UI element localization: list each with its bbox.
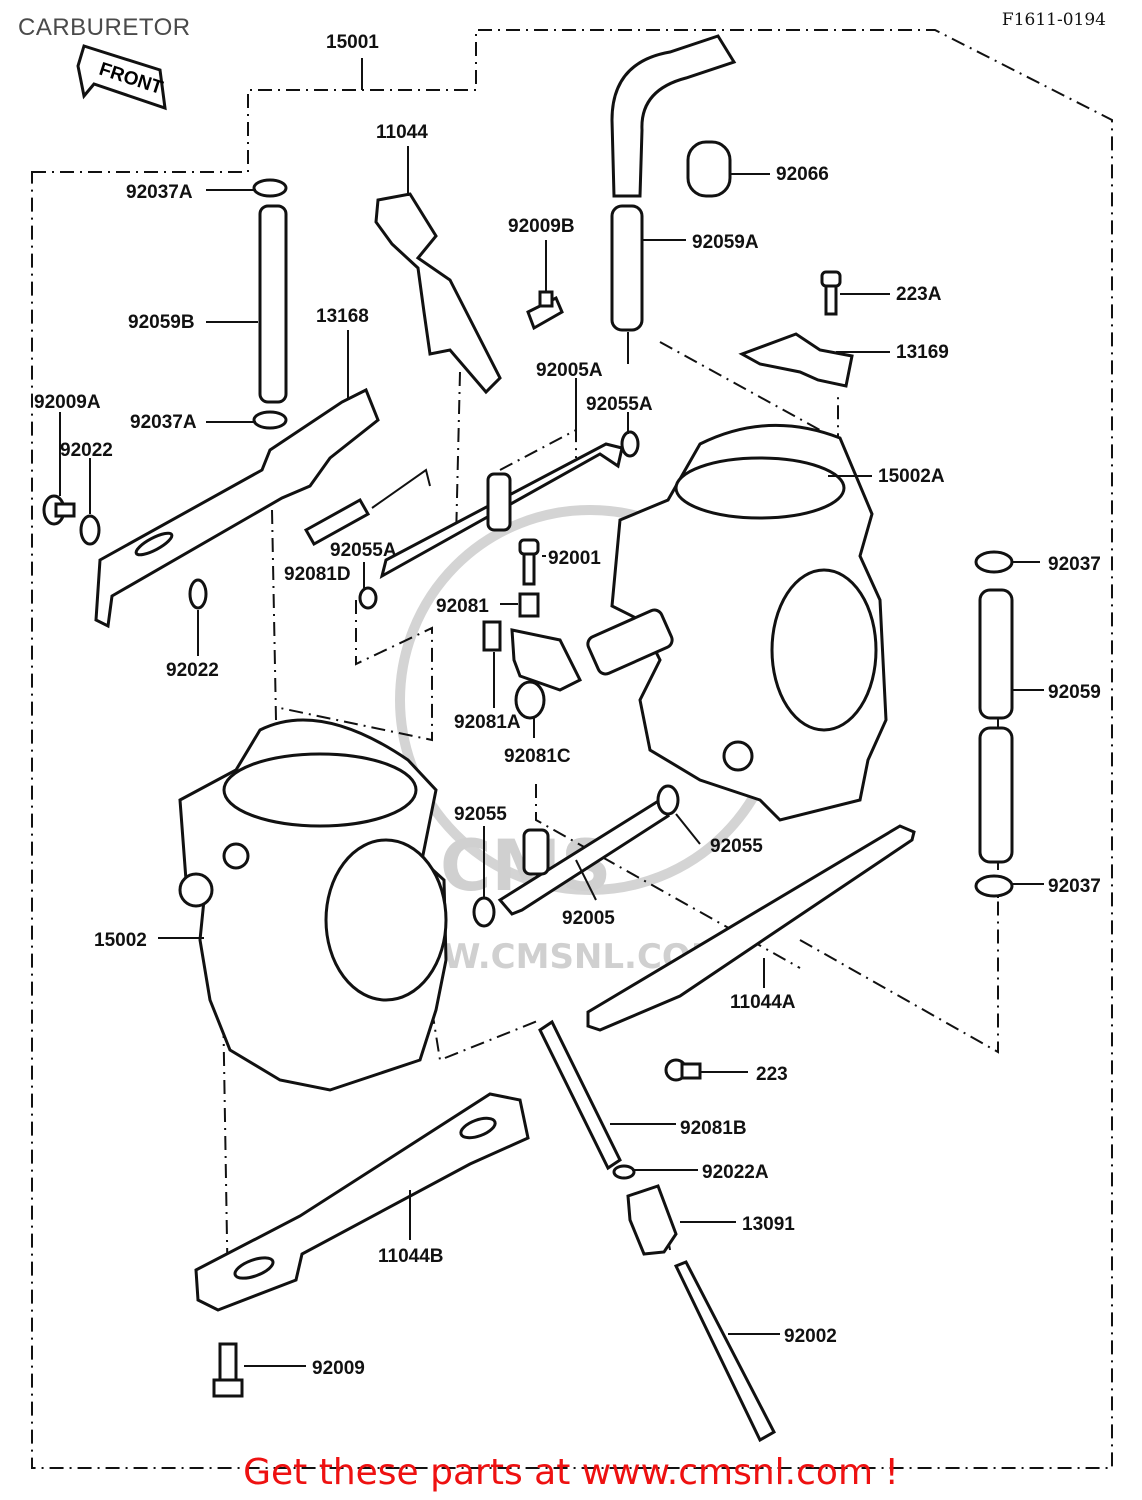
holder-13091 <box>626 1184 678 1256</box>
label-13168: 13168 <box>316 306 369 327</box>
label-92037-top: 92037 <box>1048 554 1101 575</box>
label-92022-bottom: 92022 <box>166 660 219 681</box>
bracket-11044A <box>586 824 916 1032</box>
label-92055A-top: 92055A <box>586 394 653 415</box>
bolt-92009 <box>212 1342 244 1398</box>
label-223A: 223A <box>896 284 942 305</box>
clip-92037A-bottom <box>252 410 288 430</box>
label-92009: 92009 <box>312 1358 365 1379</box>
spring-wire <box>371 468 431 509</box>
label-11044A: 11044A <box>730 992 796 1013</box>
label-92081C: 92081C <box>504 746 571 767</box>
o-ring-92055-left <box>472 896 496 928</box>
label-92059B: 92059B <box>128 312 195 333</box>
carburetor-15002A <box>586 423 888 822</box>
front-arrow-icon: FRONT <box>76 44 167 111</box>
washer-92022-top <box>79 514 101 546</box>
label-13091: 13091 <box>742 1214 795 1235</box>
part-labels: 15001 11044 92037A 92009B 92066 92059A 2… <box>34 32 1101 1379</box>
label-92022-top: 92022 <box>60 440 113 461</box>
reference-code: F1611-0194 <box>1001 10 1106 30</box>
label-92059A: 92059A <box>692 232 759 253</box>
label-92081D: 92081D <box>284 564 351 585</box>
label-92037A-bottom: 92037A <box>130 412 197 433</box>
label-92066: 92066 <box>776 164 829 185</box>
link-13168 <box>94 387 380 629</box>
clip-92037-bottom <box>974 874 1014 898</box>
label-15002A: 15002A <box>878 466 945 487</box>
label-15002: 15002 <box>94 930 147 951</box>
label-11044B: 11044B <box>378 1246 444 1267</box>
spring-92081D <box>303 497 371 547</box>
label-13169: 13169 <box>896 342 949 363</box>
bracket-11044 <box>374 192 502 395</box>
label-223: 223 <box>756 1064 788 1085</box>
footer-promo-link[interactable]: Get these parts at www.cmsnl.com ! <box>243 1452 899 1493</box>
label-92055-right: 92055 <box>710 836 763 857</box>
bracket-13169 <box>738 332 854 388</box>
o-ring-92055-right <box>656 784 680 816</box>
screw-92009A <box>42 494 76 526</box>
label-92005A: 92005A <box>536 360 603 381</box>
o-ring-92055A-top <box>620 430 640 458</box>
assembly-boundary <box>31 29 1113 1469</box>
bolt-92009B <box>526 290 564 331</box>
label-92002: 92002 <box>784 1326 837 1347</box>
lever-plate <box>510 628 583 692</box>
cap-92066 <box>686 140 732 198</box>
hose-92059B <box>258 204 288 404</box>
label-11044: 11044 <box>376 122 428 143</box>
label-92005: 92005 <box>562 908 615 929</box>
label-92009B: 92009B <box>508 216 575 237</box>
carburetor-15002 <box>178 718 448 1092</box>
spring-92081A <box>482 620 502 652</box>
label-92055-left: 92055 <box>454 804 507 825</box>
spring-92081 <box>518 592 540 618</box>
clip-92037-top <box>974 550 1014 574</box>
hose-92059-lower <box>978 726 1014 864</box>
bracket-11044B <box>194 1092 530 1312</box>
clip-92037A-top <box>252 178 288 198</box>
label-15001: 15001 <box>326 32 379 53</box>
spring-92081B <box>538 1019 622 1171</box>
spring-92081C <box>514 680 546 720</box>
label-92001: 92001 <box>548 548 601 569</box>
leader-lines <box>59 146 1044 1367</box>
label-92037-bottom: 92037 <box>1048 876 1101 897</box>
hose-92059-upper <box>978 588 1014 720</box>
label-92059: 92059 <box>1048 682 1101 703</box>
hose-92059A <box>610 204 644 332</box>
label-92081: 92081 <box>436 596 489 617</box>
screw-92001 <box>518 538 540 586</box>
screw-223A <box>820 270 842 316</box>
label-92055A-mid: 92055A <box>330 540 397 561</box>
diagram-title: CARBURETOR <box>18 14 191 41</box>
washer-92022-bottom <box>188 578 208 610</box>
label-92081B: 92081B <box>680 1118 747 1139</box>
label-92037A-top: 92037A <box>126 182 193 203</box>
washer-92022A <box>612 1164 636 1180</box>
top-bent-hose <box>610 34 737 198</box>
label-92081A: 92081A <box>454 712 521 733</box>
label-92022A: 92022A <box>702 1162 769 1183</box>
screw-223 <box>664 1058 702 1082</box>
screw-92002 <box>673 1260 776 1443</box>
label-92009A: 92009A <box>34 392 101 413</box>
elbow-92005 <box>497 797 670 916</box>
o-ring-92055A-mid <box>358 586 378 610</box>
